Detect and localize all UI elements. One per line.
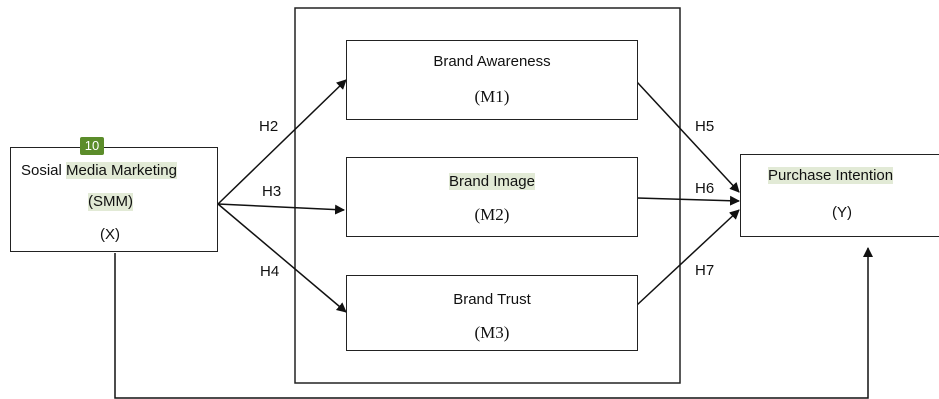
arrow-h6 xyxy=(636,195,740,206)
arrow-h2 xyxy=(217,79,347,205)
m1-code: (M1) xyxy=(474,87,510,106)
label-h2: H2 xyxy=(259,118,279,135)
arrow-h7 xyxy=(636,209,740,306)
m2-code: (M2) xyxy=(474,205,510,224)
label-h3: H3 xyxy=(262,183,282,200)
m1-title: Brand Awareness xyxy=(433,53,551,70)
smm-title-a: Sosial xyxy=(21,162,67,179)
y-title: Purchase Intention xyxy=(768,167,894,184)
m3-code: (M3) xyxy=(474,323,510,342)
m2-box xyxy=(346,157,638,237)
y-title-wrap: Purchase Intention xyxy=(768,167,894,185)
arrow-h5 xyxy=(636,81,740,193)
y-code: (Y) xyxy=(832,204,852,221)
arrow-h4 xyxy=(217,203,347,313)
label-h7: H7 xyxy=(695,262,715,279)
smm-code: (X) xyxy=(100,226,120,243)
m2-title: Brand Image xyxy=(449,173,535,190)
m1-box xyxy=(346,40,638,120)
m2-title-wrap: Brand Image xyxy=(346,173,638,191)
smm-abbrev: (SMM) xyxy=(88,193,133,211)
comment-badge[interactable]: 10 xyxy=(80,137,104,155)
mediator-container xyxy=(294,7,681,384)
label-h6: H6 xyxy=(695,180,715,197)
m3-title: Brand Trust xyxy=(453,291,531,308)
arrow-h3 xyxy=(217,203,345,215)
label-h5: H5 xyxy=(695,118,715,135)
m3-box xyxy=(346,275,638,351)
smm-title: Sosial Media Marketing xyxy=(21,162,177,180)
smm-title-b: Media Marketing xyxy=(66,162,177,179)
arrow-h1-direct xyxy=(114,247,873,399)
label-h4: H4 xyxy=(260,263,280,280)
